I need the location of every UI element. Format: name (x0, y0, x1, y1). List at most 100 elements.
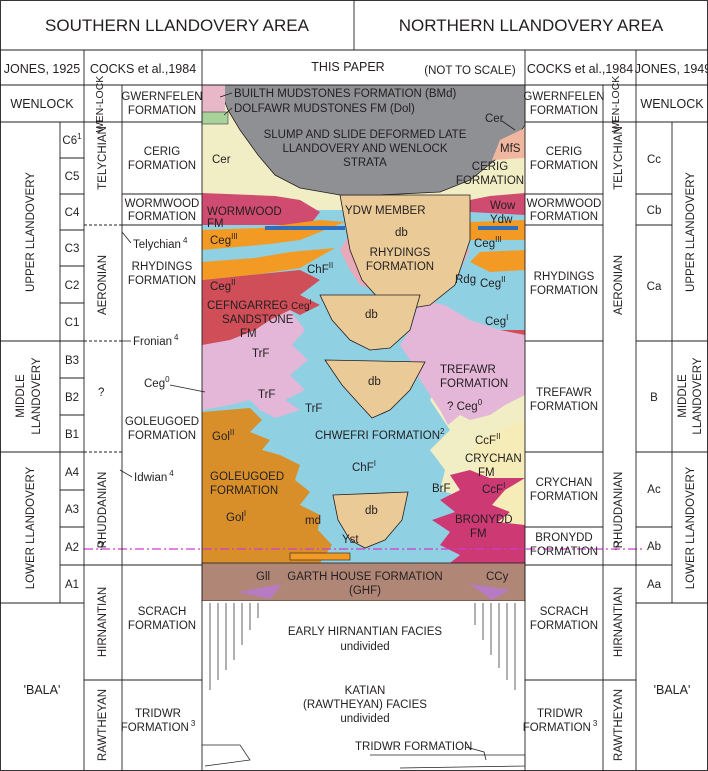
label-early-hirnantian: EARLY HIRNANTIAN FACIES (288, 626, 443, 638)
label-rdg: Rdg (455, 274, 476, 286)
col-this-paper: THIS PAPER (311, 60, 384, 74)
zone-aa: Aa (647, 579, 662, 591)
left-cerig-1: CERIG (144, 146, 180, 158)
left-wenlock-stage: WEN-LOCK (94, 76, 106, 133)
zone-a3: A3 (65, 504, 79, 516)
label-undivided-1: undivided (340, 641, 389, 653)
label-undivided-2: undivided (340, 713, 389, 725)
left-wormwood-1: WORMWOOD (125, 198, 200, 210)
zone-b1: B1 (65, 429, 79, 441)
left-goleugoed-2: FORMATION (128, 430, 196, 442)
left-stage-hirnantian: HIRNANTIAN (97, 587, 109, 657)
left-scrach-1: SCRACH (138, 606, 187, 618)
label-db-lower: db (365, 505, 378, 517)
label-yst: Yst (342, 534, 359, 546)
zone-c4: C4 (65, 207, 80, 219)
col-cocks-right: COCKS et al.,1984 (527, 62, 633, 76)
zone-c5: C5 (65, 171, 80, 183)
left-lower-llandovery: LOWER LLANDOVERY (25, 466, 37, 589)
label-md: md (305, 515, 321, 527)
right-cerig-1: CERIG (546, 146, 582, 158)
right-scrach-2: FORMATION (530, 620, 598, 632)
left-scrach-2: FORMATION (128, 620, 196, 632)
label-cer-right: Cer (485, 113, 504, 125)
label-cer-left: Cer (212, 154, 231, 166)
label-crychan-fm-2: FM (478, 467, 495, 479)
label-ccy: CCy (486, 571, 509, 583)
label-db-lower-mid: db (368, 376, 381, 388)
right-stage-rawtheyan: RAWTHEYAN (613, 689, 625, 761)
zone-b: B (650, 392, 658, 404)
label-trefawr-center-1: TREFAWR (440, 364, 496, 376)
right-stage-telychian: TELYCHIAN (613, 126, 625, 190)
left-gwernfelen-2: FORMATION (128, 105, 196, 117)
zone-c3: C3 (65, 243, 80, 255)
col-jones1925: JONES, 1925 (4, 62, 80, 76)
label-cerig-center-1: CERIG (472, 161, 508, 173)
slump-line3: STRATA (343, 157, 387, 169)
not-to-scale: (NOT TO SCALE) (424, 65, 516, 77)
label-db-upper: db (395, 227, 408, 239)
label-tridwr-center: TRIDWR FORMATION (355, 741, 472, 753)
zone-cc: Cc (647, 154, 661, 166)
right-rhydings-1: RHYDINGS (534, 271, 595, 283)
label-wormwood-fm-1: WORMWOOD (207, 206, 282, 218)
right-crychan-1: CRYCHAN (536, 477, 593, 489)
zone-c2: C2 (65, 280, 80, 292)
left-gwernfelen-1: GWERNFELEN (121, 91, 202, 103)
zone-c6: C61 (62, 132, 82, 147)
label-cefngarreg-2: SANDSTONE (222, 314, 294, 326)
label-brf: BrF (432, 483, 451, 495)
label-ceg0-left: Ceg0 (144, 375, 170, 390)
right-bronydd-1: BRONYDD (535, 532, 593, 544)
label-ceg1-right: CegI (485, 313, 508, 328)
label-db-mid: db (365, 309, 378, 321)
zone-a1: A1 (65, 579, 79, 591)
left-goleugoed-1: GOLEUGOED (125, 416, 199, 428)
right-lower-llandovery: LOWER LLANDOVERY (685, 466, 697, 589)
zone-b3: B3 (65, 355, 79, 367)
zone-c1: C1 (65, 317, 80, 329)
label-rhydings-center-2: FORMATION (366, 261, 434, 273)
label-mfs: MfS (500, 143, 521, 155)
left-subzones: C61 C5 C4 C3 C2 C1 B3 B2 B1 A4 A3 A2 A1 (62, 132, 82, 591)
left-upper-llandovery: UPPER LLANDOVERY (25, 172, 37, 292)
zone-a2: A2 (65, 542, 79, 554)
left-tridwr-1: TRIDWR (135, 708, 181, 720)
label-ceg0-right: ? Ceg0 (447, 398, 483, 413)
right-upper-llandovery: UPPER LLANDOVERY (685, 172, 697, 292)
label-gll: Gll (256, 571, 270, 583)
left-middle-1: MIDDLE (15, 374, 27, 418)
left-rhydings-1: RHYDINGS (132, 261, 193, 273)
label-cefngarreg-3: FM (240, 328, 257, 340)
label-bronydd-fm-1: BRONYDD (455, 514, 513, 526)
note-q-left-1: ? (98, 387, 104, 399)
label-crychan-fm-1: CRYCHAN (465, 453, 522, 465)
right-stage-hirnantian: HIRNANTIAN (613, 587, 625, 657)
label-rhydings-center-1: RHYDINGS (370, 247, 431, 259)
left-stage-telychian: TELYCHIAN (97, 126, 109, 190)
right-trefawr-2: FORMATION (530, 401, 598, 413)
right-stage-rhuddanian: RHUDDANIAN (613, 472, 625, 549)
label-dolfawr: DOLFAWR MUDSTONES FM (Dol) (234, 103, 415, 115)
header-south: SOUTHERN LLANDOVERY AREA (45, 16, 310, 35)
right-tridwr-2: FORMATION3 (523, 719, 598, 734)
right-bala: 'BALA' (654, 683, 691, 697)
right-bronydd-2: FORMATION (530, 546, 598, 558)
yst-bed (290, 553, 350, 560)
right-wormwood-1: WORMWOOD (527, 198, 602, 210)
left-stage-rhuddanian: RHUDDANIAN (97, 472, 109, 549)
right-cerig-2: FORMATION (530, 160, 598, 172)
right-wenlock: WENLOCK (640, 97, 704, 111)
right-subzones: Cc Cb Ca B Ac Ab Aa (647, 154, 662, 591)
label-wow: Wow (490, 200, 516, 212)
right-middle-1: MIDDLE (677, 374, 689, 418)
zone-cb: Cb (647, 205, 662, 217)
label-ydw-member: YDW MEMBER (345, 205, 426, 217)
right-tridwr-1: TRIDWR (537, 708, 583, 720)
